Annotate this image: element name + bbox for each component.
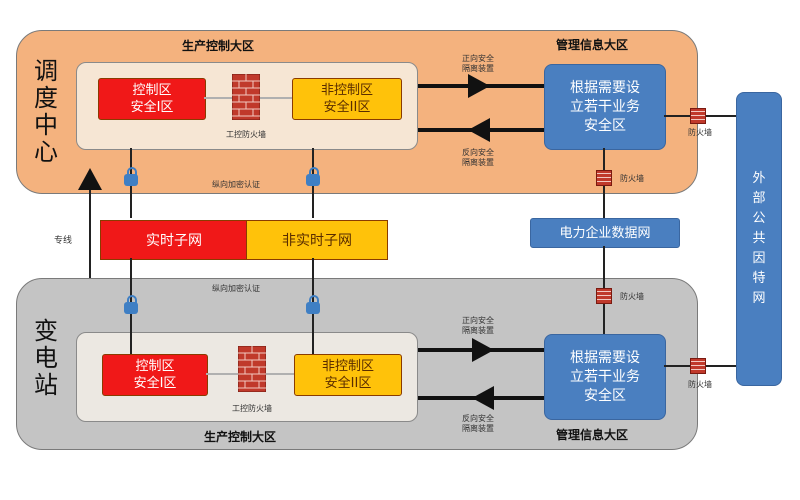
bottom-firewall-icon [238, 346, 266, 392]
top-right-firewall-icon [690, 108, 706, 124]
bottom-right-lock-icon [306, 295, 320, 314]
nonrealtime-subnet: 非实时子网 [246, 220, 388, 260]
dedicated-line [89, 170, 91, 332]
external-internet-label: 外 部 公 共 因 特 网 [752, 171, 766, 306]
dedicated-line-upper-arrow-icon [78, 168, 102, 190]
substation-title: 变电站 [34, 317, 58, 399]
top-below-firewall-label: 防火墙 [620, 174, 644, 183]
bottom-above-firewall-label: 防火墙 [620, 292, 644, 301]
top-noncontrol-zone: 非控制区 安全II区 [292, 78, 402, 120]
top-reverse-isolation-label: 反向安全 隔离装置 [462, 148, 494, 167]
top-left-lock-icon [124, 167, 138, 186]
bottom-production-control-label: 生产控制大区 [204, 430, 277, 444]
top-vertical-auth-label: 纵向加密认证 [212, 180, 260, 189]
top-right-firewall-label: 防火墙 [688, 128, 712, 137]
bottom-firewall-label: 工控防火墙 [232, 404, 272, 413]
top-management-box: 根据需要设 立若干业务 安全区 [544, 64, 666, 150]
top-firewall-icon [232, 74, 260, 120]
dispatch-center-title: 调度中心 [34, 57, 58, 166]
bottom-above-firewall-icon [596, 288, 612, 304]
top-forward-isolation-label: 正向安全 隔离装置 [462, 54, 494, 73]
bottom-noncontrol-zone: 非控制区 安全II区 [294, 354, 402, 396]
bottom-reverse-arrow-icon [472, 386, 494, 410]
external-internet-box: 外 部 公 共 因 特 网 [736, 92, 782, 386]
bottom-forward-isolation-label: 正向安全 隔离装置 [462, 316, 494, 335]
bottom-management-box: 根据需要设 立若干业务 安全区 [544, 334, 666, 420]
top-right-lock-icon [306, 167, 320, 186]
top-reverse-arrow-icon [468, 118, 490, 142]
top-below-firewall-icon [596, 170, 612, 186]
bottom-management-info-label: 管理信息大区 [556, 428, 629, 442]
bottom-right-firewall-label: 防火墙 [688, 380, 712, 389]
top-control-zone: 控制区 安全I区 [98, 78, 206, 120]
bottom-control-zone: 控制区 安全I区 [102, 354, 208, 396]
bottom-right-firewall-icon [690, 358, 706, 374]
top-firewall-label: 工控防火墙 [226, 130, 266, 139]
power-enterprise-data-network: 电力企业数据网 [530, 218, 680, 248]
realtime-subnet: 实时子网 [100, 220, 248, 260]
bottom-left-lock-icon [124, 295, 138, 314]
dedicated-line-label: 专线 [53, 236, 72, 246]
bottom-reverse-isolation-label: 反向安全 隔离装置 [462, 414, 494, 433]
bottom-forward-arrow-icon [472, 338, 494, 362]
top-management-info-label: 管理信息大区 [556, 38, 629, 52]
top-forward-arrow-icon [468, 74, 490, 98]
bottom-vertical-auth-label: 纵向加密认证 [212, 284, 260, 293]
top-production-control-label: 生产控制大区 [182, 39, 255, 53]
